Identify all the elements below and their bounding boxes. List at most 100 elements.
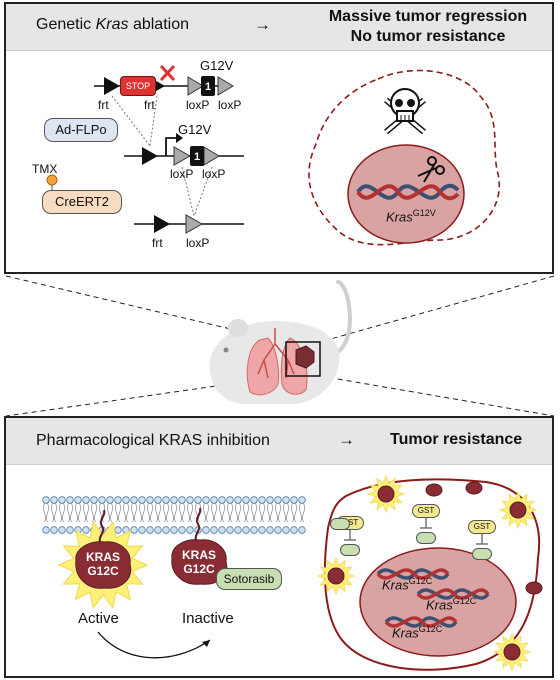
lipid-tail: [251, 502, 257, 523]
lipid-tail: [235, 502, 241, 523]
kras-g12c-gene-2: Kras: [426, 597, 453, 613]
lipid-head: [58, 496, 66, 504]
dna-strand-red: [356, 184, 460, 201]
lipid-head: [162, 526, 170, 534]
top-outcome-line2: No tumor resistance: [350, 28, 506, 45]
gst-pill-2: GST: [412, 504, 440, 518]
kras-glow-core: [503, 643, 521, 661]
kras-glow-stars: [316, 474, 538, 672]
top-title-suffix: ablation: [128, 16, 189, 33]
resistant-tumor-cell: [323, 478, 541, 671]
frt-label-1: frt: [98, 98, 109, 112]
bottom-arrow: →: [338, 430, 355, 449]
lipid-head: [82, 496, 90, 504]
lipid-tail: [155, 502, 161, 523]
lipid-head: [66, 496, 74, 504]
lipid-tail: [91, 502, 97, 523]
gst-pill-3: GST: [468, 520, 496, 534]
g12v-label-2: G12V: [178, 122, 212, 137]
lipid-tail: [131, 502, 137, 523]
kras-inactive-line1: KRAS: [181, 548, 216, 562]
loxp-triangle-1: [187, 76, 204, 96]
kras-blob: [465, 481, 483, 495]
lipid-head: [218, 496, 226, 504]
lipid-head: [178, 526, 186, 534]
frt-label-2: frt: [144, 98, 155, 112]
frt-triangle-1: [104, 77, 120, 95]
top-header: [6, 4, 552, 51]
lipid-tail: [51, 502, 57, 523]
lipid-head: [210, 496, 218, 504]
lipid-head: [114, 526, 122, 534]
loxp-triangle-4: [203, 146, 220, 166]
bottom-diagram-graphics: [42, 474, 543, 672]
lipid-head: [202, 496, 210, 504]
bronchi: [257, 328, 295, 379]
lipid-head: [42, 496, 50, 504]
loxp-triangle-3: [173, 146, 192, 166]
lung-left: [246, 337, 279, 396]
lipid-head: [146, 496, 154, 504]
skull-crossbones-icon: [383, 88, 427, 136]
mouse-eye: [223, 347, 229, 353]
g12v-label-1: G12V: [200, 58, 234, 73]
cell-membrane: [42, 496, 306, 534]
lipid-head: [194, 496, 202, 504]
loxp-triangle-5: [185, 214, 204, 234]
creert2-pill: CreERT2: [42, 190, 122, 214]
frt-triangle-3: [142, 147, 158, 165]
lipid-tail: [187, 502, 193, 523]
pharmacological-inhibition-panel: Pharmacological KRAS inhibition → Tumor …: [4, 416, 554, 678]
lipid-head: [266, 496, 274, 504]
kras-inactive-protein: [171, 539, 228, 585]
lipid-tail: [243, 502, 249, 523]
lipid-head: [50, 496, 58, 504]
lipid-head: [274, 526, 282, 534]
green-pill-membrane-1: [330, 518, 350, 530]
lipid-head: [50, 526, 58, 534]
dna-strand-red: [376, 568, 450, 580]
kras-g12c-label-1: KrasG12C: [382, 576, 432, 592]
lipid-tail: [139, 502, 145, 523]
dna-strand-red: [416, 588, 490, 600]
lipid-tail: [107, 502, 113, 523]
lipid-tail: [275, 502, 281, 523]
lipid-tail: [123, 502, 129, 523]
lipid-head: [250, 526, 258, 534]
lipid-head: [226, 496, 234, 504]
tumor-dashed-boundary: [308, 69, 501, 246]
exon1-box: 1: [201, 76, 215, 96]
tmx-dot: [46, 174, 58, 186]
loxp-label-1: loxP: [186, 98, 210, 112]
lipid-head: [242, 496, 250, 504]
lipid-tail: [179, 502, 185, 523]
kras-blob: [425, 483, 443, 497]
lipid-head: [58, 526, 66, 534]
lipid-head: [162, 496, 170, 504]
lipid-head: [186, 496, 194, 504]
lipid-head: [282, 496, 290, 504]
exon1-box-2: 1: [190, 146, 204, 166]
lipid-head: [178, 496, 186, 504]
bottom-header: [6, 418, 552, 465]
lipid-head: [98, 496, 106, 504]
lipid-head: [66, 526, 74, 534]
kras-g12c-sup-2: G12C: [452, 596, 477, 606]
kras-glow-core: [509, 501, 527, 519]
bottom-outcome: Tumor resistance: [390, 431, 523, 448]
lipid-head: [82, 526, 90, 534]
kras-blobs: [425, 481, 543, 595]
lipid-head: [274, 496, 282, 504]
lipid-head: [122, 496, 130, 504]
kras-blob: [525, 581, 543, 595]
top-outcome-line1: Massive tumor regression: [328, 8, 528, 25]
kras-g12c-sup-3: G12C: [418, 624, 443, 634]
lung-tumor: [295, 345, 315, 369]
genetic-ablation-panel: Genetic Kras ablation → Massive tumor re…: [4, 2, 554, 274]
lipid-tail: [43, 502, 49, 523]
lipid-tail: [115, 502, 121, 523]
top-diagram-graphics: [46, 64, 501, 246]
frt-label-3: frt: [152, 236, 163, 250]
